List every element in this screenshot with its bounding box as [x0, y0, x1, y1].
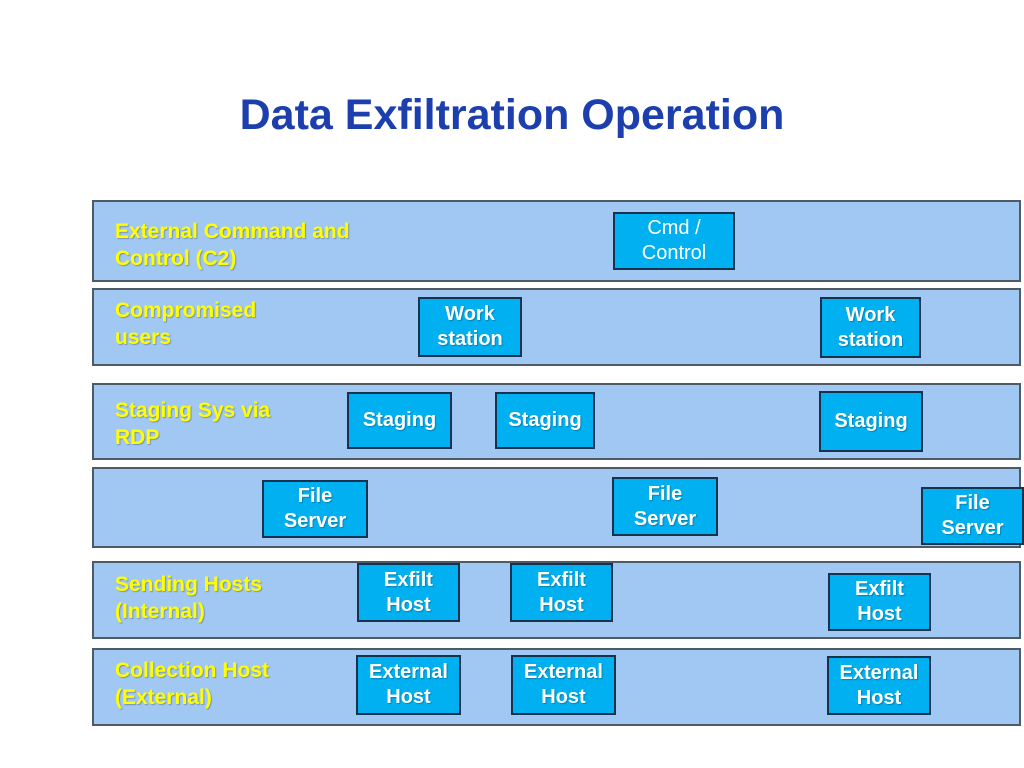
band-label-external-c2: External Command and Control (C2) [115, 218, 350, 272]
node-text-line: station [837, 328, 904, 351]
file-server-node-1: File Server [262, 480, 368, 538]
exfilt-host-node-2: Exfilt Host [510, 563, 613, 622]
node-text-line: Control [641, 242, 707, 264]
cmd-control-node: Cmd / Control [613, 212, 735, 270]
band-label-line: users [115, 326, 172, 349]
node-text-line: Cmd / [647, 217, 701, 239]
band-label-compromised-users: Compromised users [115, 297, 256, 351]
node-text-line: Server [633, 507, 697, 530]
slide-title: Data Exfiltration Operation [239, 90, 785, 139]
band-label-line: External Command and [115, 220, 350, 243]
node-text-line: Staging [834, 410, 908, 432]
node-text-line: Staging [362, 409, 437, 431]
node-text-line: Host [386, 686, 431, 708]
workstation-node-2: Work station [820, 297, 921, 358]
band-label-staging-rdp: Staging Sys via RDP [115, 397, 270, 451]
band-label-line: Compromised [115, 299, 257, 322]
file-server-node-2: File Server [612, 477, 718, 536]
band-label-sending-hosts: Sending Hosts (Internal) [115, 571, 262, 625]
workstation-node-1: Work station [418, 297, 522, 357]
node-text-line: Host [541, 686, 586, 708]
node-text-line: Exfilt [855, 578, 904, 600]
external-host-node-2: External Host [511, 655, 616, 715]
external-host-node-3: External Host [827, 656, 931, 715]
band-external-c2: External Command and Control (C2) [92, 200, 1021, 282]
exfilt-host-node-1: Exfilt Host [357, 563, 460, 622]
band-file-servers [92, 467, 1021, 548]
node-text-line: Staging [508, 409, 582, 431]
node-text-line: File [647, 482, 683, 505]
node-text-line: Host [539, 593, 584, 616]
band-label-line: (Internal) [115, 600, 205, 623]
band-label-line: (External) [115, 686, 212, 709]
node-text-line: File [297, 485, 333, 507]
node-text-line: Server [941, 517, 1004, 539]
exfilt-host-node-3: Exfilt Host [828, 573, 931, 631]
staging-node-1: Staging [347, 392, 452, 449]
node-text-line: Work [845, 303, 896, 326]
node-text-line: File [955, 492, 990, 514]
band-label-line: Control (C2) [115, 247, 237, 270]
staging-node-2: Staging [495, 392, 595, 449]
band-label-line: RDP [115, 426, 160, 449]
band-label-collection-host: Collection Host (External) [115, 657, 269, 711]
node-text-line: External [839, 661, 919, 684]
node-text-line: Host [386, 593, 431, 616]
node-text-line: External [369, 661, 448, 683]
node-text-line: Work [445, 303, 495, 325]
node-text-line: station [437, 328, 503, 350]
node-text-line: External [524, 661, 603, 683]
external-host-node-1: External Host [356, 655, 461, 715]
node-text-line: Exfilt [384, 568, 433, 591]
band-label-line: Staging Sys via [115, 399, 271, 422]
file-server-node-3: File Server [921, 487, 1024, 545]
band-label-line: Sending Hosts [115, 573, 263, 596]
node-text-line: Exfilt [537, 568, 586, 591]
staging-node-3: Staging [819, 391, 923, 452]
node-text-line: Server [283, 510, 347, 532]
band-label-line: Collection Host [115, 659, 270, 682]
node-text-line: Host [856, 686, 902, 709]
node-text-line: Host [857, 603, 902, 625]
